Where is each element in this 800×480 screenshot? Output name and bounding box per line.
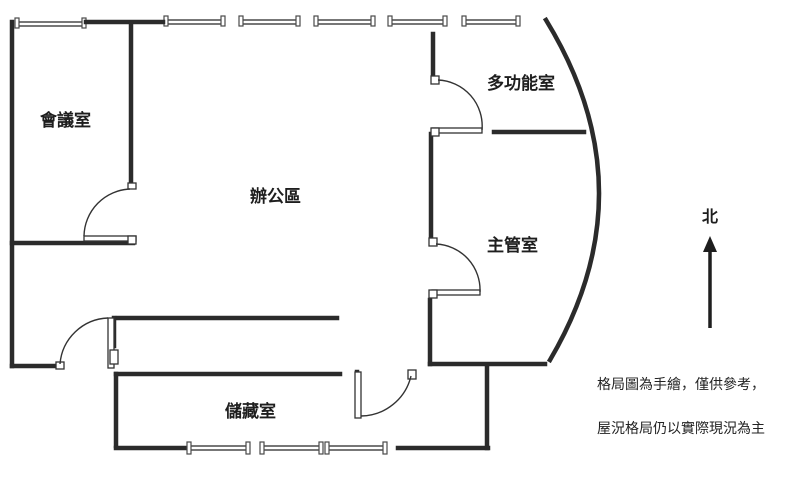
window-top-6 [461, 15, 521, 27]
window-top-2 [163, 15, 226, 27]
window-top-3 [238, 15, 301, 27]
north-arrow: 北 [702, 207, 718, 328]
room-label-multipurpose: 多功能室 [487, 73, 555, 94]
door-meeting [83, 182, 137, 245]
door-multipurpose [430, 75, 483, 137]
window-bottom-1 [186, 441, 251, 455]
window-bottom-2 [259, 441, 324, 455]
north-arrow-head [703, 236, 717, 252]
window-bottom-3 [324, 441, 388, 455]
window-top-4 [313, 15, 376, 27]
room-label-meeting: 會議室 [39, 110, 91, 131]
room-label-manager: 主管室 [487, 235, 538, 256]
wall-curved-east [542, 16, 602, 364]
doors [55, 75, 483, 419]
disclaimer-line-2: 屋況格局仍以實際現況為主 [597, 421, 765, 437]
window-top-5 [387, 15, 448, 27]
north-label: 北 [702, 207, 718, 226]
window-top-1 [14, 17, 87, 29]
room-label-storage: 儲藏室 [225, 401, 276, 422]
disclaimer-line-1: 格局圖為手繪，僅供參考， [597, 377, 765, 393]
room-label-office: 辦公區 [250, 186, 301, 207]
door-manager [428, 237, 481, 299]
door-storage [354, 369, 417, 419]
door-corridor [55, 317, 119, 370]
top-windows [14, 15, 521, 29]
bottom-windows [186, 441, 388, 455]
